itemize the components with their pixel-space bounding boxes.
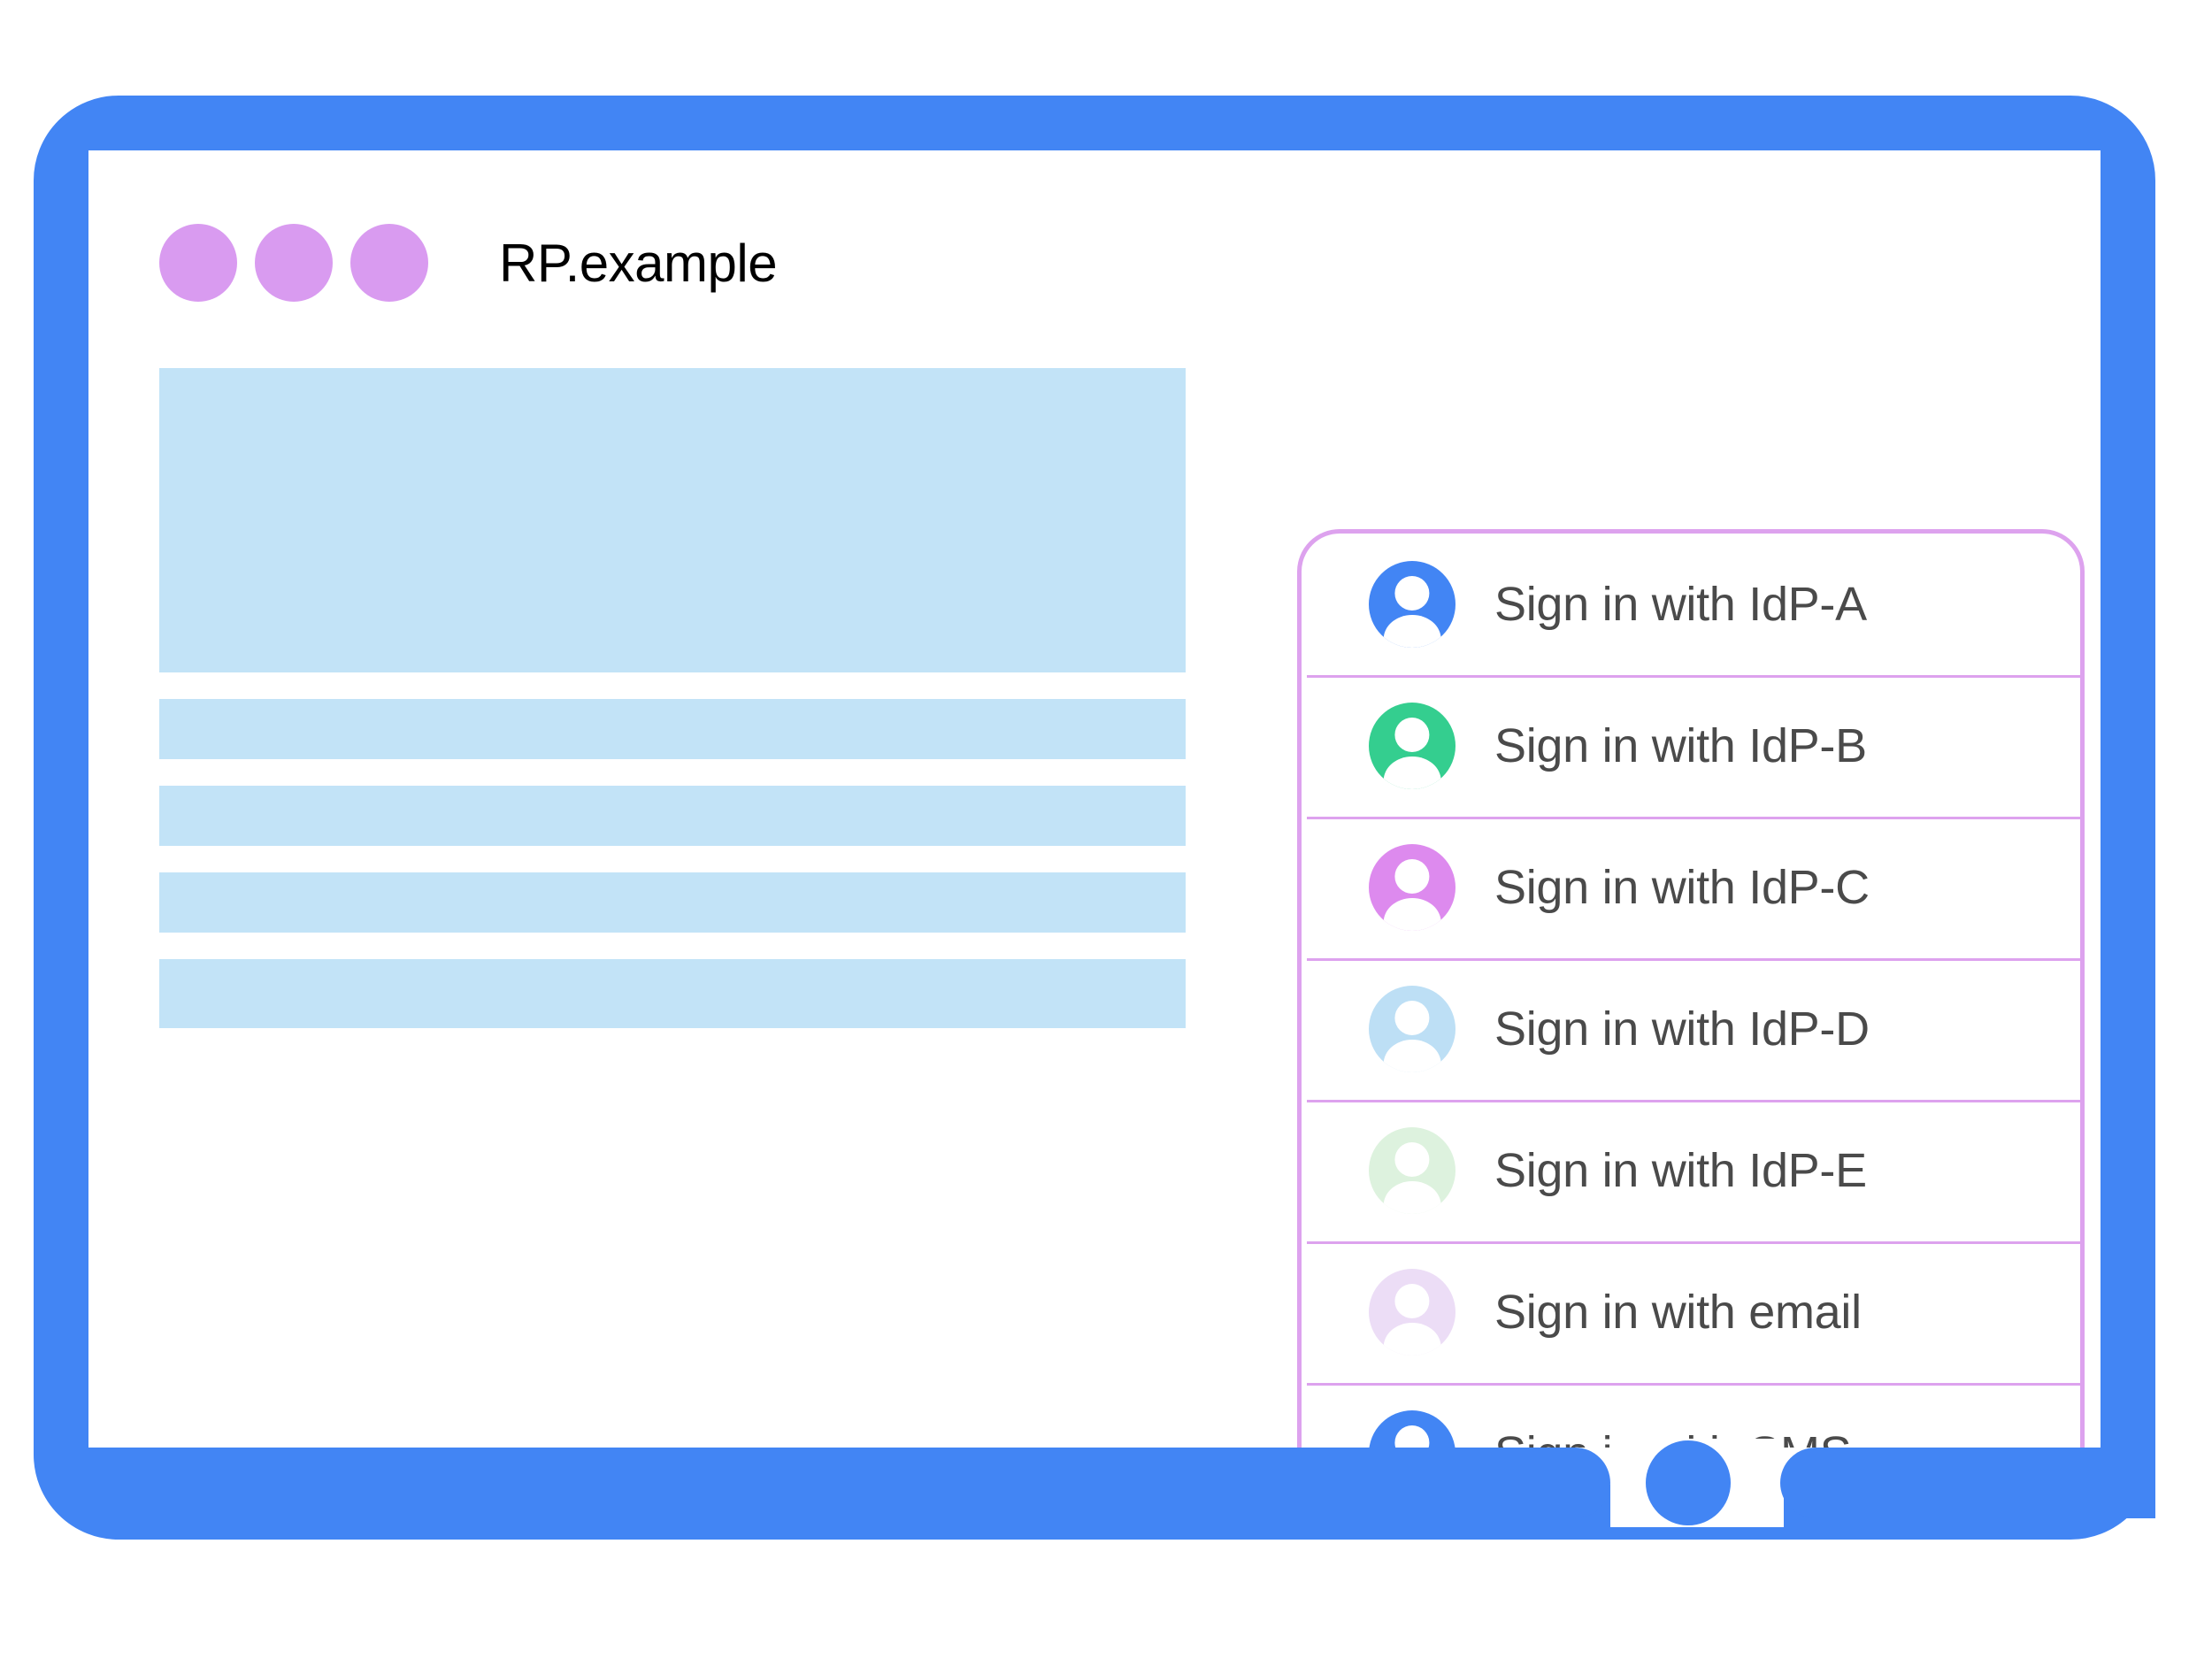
signin-option-label: Sign in with IdP-B bbox=[1494, 719, 1867, 772]
window-dot-3-icon[interactable] bbox=[350, 224, 428, 302]
window-header: RP.example bbox=[159, 224, 778, 302]
placeholder-line-1 bbox=[159, 699, 1186, 759]
signin-option-label: Sign in with IdP-D bbox=[1494, 1002, 1870, 1056]
signin-option-idp-c[interactable]: Sign in with IdP-C bbox=[1302, 817, 2080, 958]
avatar-icon bbox=[1369, 561, 1455, 648]
placeholder-line-4 bbox=[159, 959, 1186, 1028]
signin-option-idp-b[interactable]: Sign in with IdP-B bbox=[1302, 675, 2080, 817]
window-dot-2-icon[interactable] bbox=[255, 224, 333, 302]
signin-option-label: Sign in with email bbox=[1494, 1286, 1862, 1339]
signin-option-idp-d[interactable]: Sign in with IdP-D bbox=[1302, 958, 2080, 1100]
avatar-icon bbox=[1369, 703, 1455, 789]
content-placeholder bbox=[159, 368, 1186, 1028]
signin-option-idp-a[interactable]: Sign in with IdP-A bbox=[1302, 534, 2080, 675]
avatar-icon bbox=[1369, 1269, 1455, 1356]
avatar-icon bbox=[1369, 1410, 1455, 1448]
signin-option-label: Sign in with IdP-C bbox=[1494, 861, 1870, 914]
home-button[interactable] bbox=[1646, 1440, 1731, 1525]
avatar-icon bbox=[1369, 844, 1455, 931]
placeholder-hero bbox=[159, 368, 1186, 672]
device-bottom-bar-left bbox=[88, 1448, 1610, 1518]
avatar-icon bbox=[1369, 1127, 1455, 1214]
window-dot-1-icon[interactable] bbox=[159, 224, 237, 302]
browser-screen: RP.example Sign in with IdP-A Sign in wi… bbox=[88, 150, 2101, 1448]
placeholder-line-3 bbox=[159, 872, 1186, 933]
signin-option-label: Sign in with IdP-A bbox=[1494, 578, 1867, 631]
signin-option-label: Sign in with IdP-E bbox=[1494, 1144, 1867, 1197]
account-chooser-card: Sign in with IdP-A Sign in with IdP-B Si… bbox=[1297, 529, 2085, 1448]
device-bottom-bar-right bbox=[1780, 1448, 2155, 1518]
placeholder-line-2 bbox=[159, 786, 1186, 846]
signin-option-email[interactable]: Sign in with email bbox=[1302, 1241, 2080, 1383]
device-frame: RP.example Sign in with IdP-A Sign in wi… bbox=[34, 96, 2212, 1547]
avatar-icon bbox=[1369, 986, 1455, 1072]
signin-option-idp-e[interactable]: Sign in with IdP-E bbox=[1302, 1100, 2080, 1241]
page-title: RP.example bbox=[499, 233, 778, 293]
